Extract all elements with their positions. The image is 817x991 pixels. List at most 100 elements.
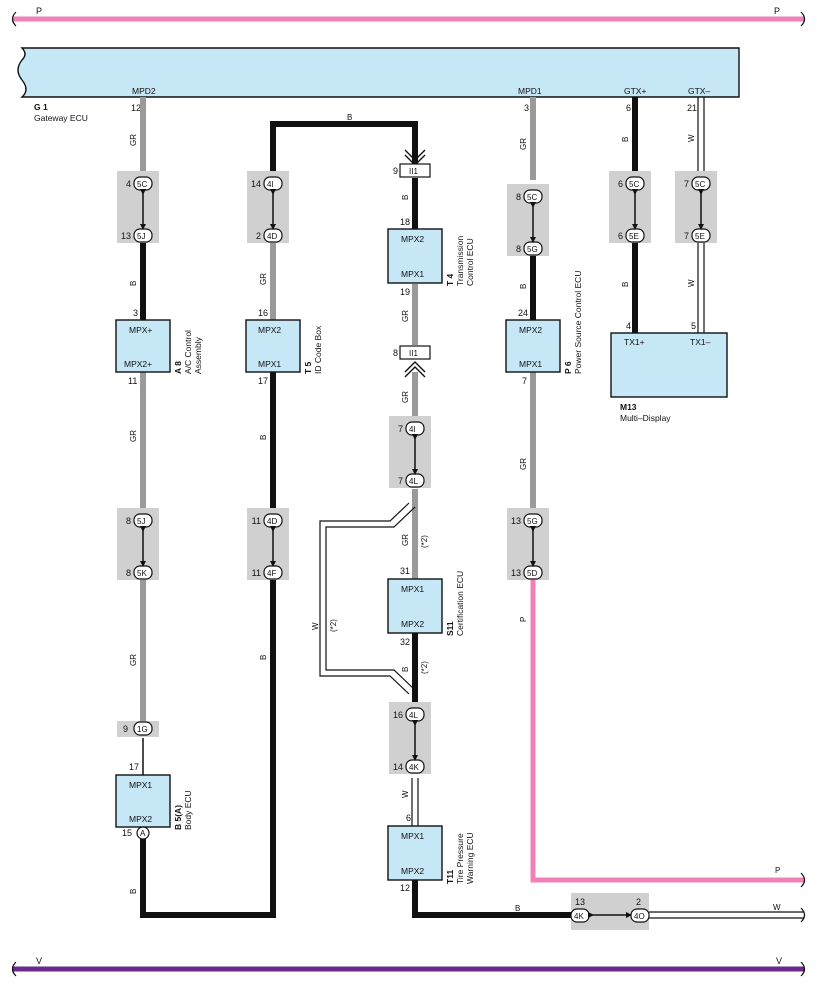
s11-term-2: MPX2 [401,619,424,629]
ii1-upper-pin: 9 [393,166,398,176]
connector-id: 5J [137,517,145,526]
connector-layer: 5C5J4135J5K884I4D1424D4F11114I4L774L4K16… [117,171,717,774]
connector-id: 5C [527,193,537,202]
c4k-pin: 13 [575,897,585,907]
wire-color-labels: GR B GR GR B GR B B B B GR GR GR (*2) B … [129,113,696,913]
connector-pin: 6 [618,231,623,241]
gateway-terminal-gtxp: GTX+ [624,86,646,96]
p6-pin-bottom: 7 [522,376,527,386]
connector-id: 5K [137,569,147,578]
connector-pin: 7 [398,424,403,434]
component-t5: MPX2 MPX1 16 17 T 5 ID Code Box [245,308,323,386]
ii1-lower-id: II1 [409,349,418,358]
wires [140,97,804,919]
t5-term-2: MPX1 [258,359,281,369]
t11-code: T11 [445,870,455,884]
ii1-lower-pin: 8 [393,348,398,358]
gateway-terminal-mpd1: MPD1 [518,86,542,96]
gateway-name: Gateway ECU [34,113,88,123]
connector-pin: 11 [252,568,261,578]
t4-name-l1: Transmission [455,236,465,286]
connector-pin: 8 [516,244,521,254]
m13-pin-1: 4 [626,321,631,331]
a8-pin-top: 3 [133,308,138,318]
wire-label: W [401,790,410,798]
component-a8: MPX+ MPX2+ 3 11 A 8 A/C Control Assembly [115,308,203,386]
b5-pin-bottom: 15 [122,828,132,838]
m13-pin-2: 5 [691,321,696,331]
wire-label: GR [519,138,528,150]
s11-pin-top: 31 [400,566,410,576]
connector-ii1-upper: II1 9 [393,149,431,178]
c4o-pin: 2 [636,897,641,907]
connector-pin: 13 [121,231,131,241]
wire-label: GR [129,134,138,146]
wire-label: GR [519,458,528,470]
wire-note: (*2) [420,661,429,674]
connector-id: 4L [409,477,418,486]
gateway-pin-mpd2: 12 [131,103,141,113]
wire-label: GR [401,391,410,403]
connector-id: 5G [527,245,538,254]
connector-id: 5D [527,569,537,578]
m13-name: Multi–Display [620,413,671,423]
gateway-code: G 1 [34,102,48,112]
p6-term-2: MPX1 [519,359,542,369]
b5-pin-top: 17 [129,762,139,772]
t5-name-l1: ID Code Box [313,325,323,374]
wire-label: GR [401,310,410,322]
t11-name-l1: Tire Pressure [455,833,465,884]
c4o-id: 4O [634,912,645,921]
connector-pin: 14 [251,179,261,189]
connector-pin: 6 [618,179,623,189]
connector-pin: 13 [511,516,521,526]
wire-label: W [311,622,320,630]
t5-term-1: MPX2 [258,325,281,335]
wire-label: B [621,137,630,142]
b5-conn-a: A [140,829,146,838]
gateway-pin-gtxm: 21 [687,103,697,113]
c4k-id: 4K [574,912,584,921]
wire-note: (*2) [329,619,338,632]
t11-pin-bottom: 12 [400,883,410,893]
m13-code: M13 [620,402,637,412]
connector-id: 5C [695,180,705,189]
connector-pin: 8 [516,192,521,202]
wire-label: GR [129,654,138,666]
wire-label: B [519,284,528,289]
p6-term-1: MPX2 [519,325,542,335]
component-t11: MPX1 MPX2 6 12 T11 Tire Pressure Warning… [387,813,475,893]
bottom-bus-label-left: V [36,956,42,966]
p6-name-l1: Power Source Control ECU [573,271,583,374]
connector-id: 4D [267,232,277,241]
connector-pin: 8 [126,568,131,578]
a8-code: A 8 [173,361,183,374]
wire-label: B [401,667,410,672]
wire-label: P [519,617,528,622]
gateway-pin-gtxp: 6 [626,103,631,113]
connector-pin: 16 [393,710,403,720]
b5-name-l1: Body ECU [183,790,193,830]
a8-term-1: MPX+ [129,325,152,335]
wire-label: B [401,195,410,200]
wire-label: B [621,282,630,287]
connector-id: 4K [409,763,419,772]
wire-label: B [129,889,138,894]
t11-name-l2: Warning ECU [465,832,475,884]
s11-name-l1: Certification ECU [455,571,465,636]
ii1-upper-id: II1 [409,167,418,176]
connector-id: 5G [527,517,538,526]
top-bus-label-right: P [774,6,780,16]
wire-label: B [259,655,268,660]
wire-label: B [259,435,268,440]
wire-note: (*2) [420,535,429,548]
t4-code: T 4 [445,273,455,286]
connector-id: 5J [137,232,145,241]
right-p-label: P [775,866,780,875]
a8-name-l2: Assembly [193,336,203,374]
